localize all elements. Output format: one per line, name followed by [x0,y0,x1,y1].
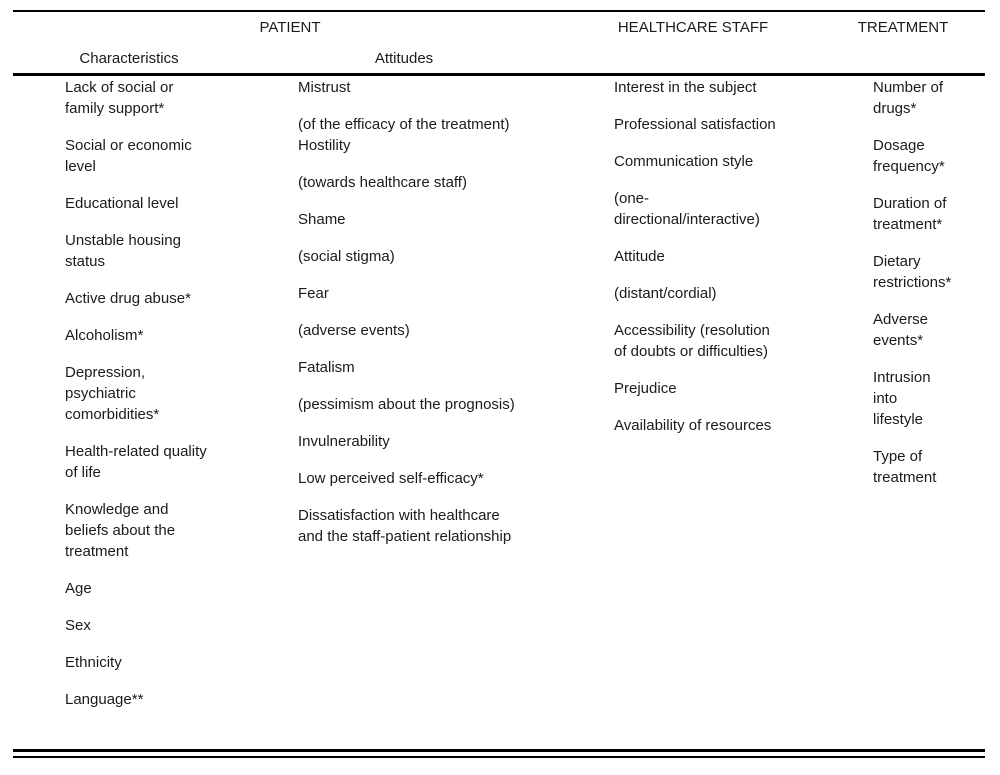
table-cell-item: Fear [298,285,329,302]
table-cell-item: (of the efficacy of the treatment) Hosti… [298,116,510,154]
table-cell-item: (distant/cordial) [614,285,717,302]
table-top-rule [13,10,985,12]
table-cell-item: Fatalism [298,359,355,376]
table-cell-item: Type of treatment [873,448,937,486]
table-cell-item: Dissatisfaction with healthcare and the … [298,507,512,545]
table-cell-item: Communication style [614,153,754,170]
column-group-header-treatment: TREATMENT [857,19,949,36]
column-group-header-healthcare-staff: HEALTHCARE STAFF [617,19,769,36]
table-header-rule [13,73,985,76]
table-cell-item: Age [65,580,92,597]
subheader-characteristics: Characteristics [79,50,179,67]
table-cell-item: Availability of resources [614,417,772,434]
table-cell-item: Low perceived self-efficacy* [298,470,484,487]
table-cell-item: Duration of treatment* [873,195,947,233]
subheader-attitudes: Attitudes [374,50,434,67]
table-cell-item: Intrusion into lifestyle [873,369,931,428]
table-cell-item: (one- directional/interactive) [614,190,760,228]
column-treatment: Number of drugs* Dosage frequency* Duratio… [873,77,985,504]
table-bottom-rule-thick [13,749,985,752]
table-cell-item: Mistrust [298,79,351,96]
table-cell-item: Depression, psychiatric comorbidities* [65,364,160,423]
table-cell-item: Invulnerability [298,433,390,450]
table-cell-item: Attitude [614,248,665,265]
table-cell-item: Accessibility (resolution of doubts or d… [614,322,770,360]
table-cell-item: Ethnicity [65,654,122,671]
table-cell-item: Educational level [65,195,179,212]
table-cell-item: (social stigma) [298,248,395,265]
table-cell-item: Number of drugs* [873,79,944,117]
table-bottom-rule-thin [13,756,985,758]
table-cell-item: Alcoholism* [65,327,144,344]
table-cell-item: Unstable housing status [65,232,181,270]
table-cell-item: (pessimism about the prognosis) [298,396,515,413]
column-group-header-patient: PATIENT [259,19,321,36]
column-patient-characteristics: Lack of social or family support* Social … [65,77,265,726]
column-patient-attitudes: Mistrust (of the efficacy of the treatmen… [298,77,588,563]
table-cell-item: Lack of social or family support* [65,79,174,117]
table-cell-item: (adverse events) [298,322,410,339]
table-cell-item: Social or economic level [65,137,192,175]
table-cell-item: Health-related quality of life [65,443,207,481]
table-cell-item: Shame [298,211,346,228]
table-cell-item: Professional satisfaction [614,116,776,133]
table-cell-item: Active drug abuse* [65,290,191,307]
table-cell-item: (towards healthcare staff) [298,174,467,191]
table-cell-item: Knowledge and beliefs about the treatmen… [65,501,176,560]
table-cell-item: Prejudice [614,380,677,397]
table-cell-item: Dietary restrictions* [873,253,952,291]
table-cell-item: Sex [65,617,91,634]
table-cell-item: Language** [65,691,144,708]
table-cell-item: Interest in the subject [614,79,757,96]
table-cell-item: Dosage frequency* [873,137,945,175]
table-cell-item: Adverse events* [873,311,929,349]
